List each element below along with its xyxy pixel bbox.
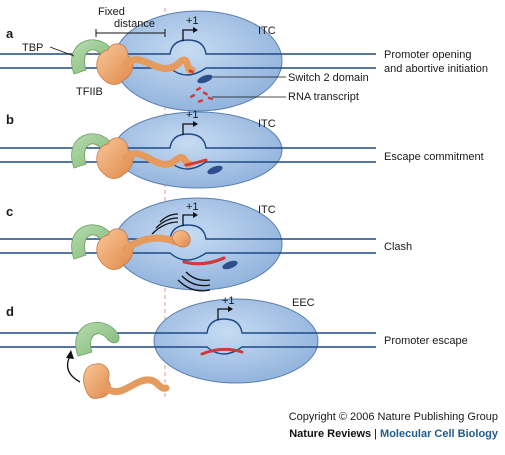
panel-description-a-line1: Promoter opening <box>384 49 471 61</box>
tss-arrowhead-d <box>228 306 233 312</box>
tfiib-label: TFIIB <box>76 86 103 98</box>
dna-strand-bottom-d <box>0 346 376 355</box>
rna-label: RNA transcript <box>288 91 359 103</box>
complex-label-c: ITC <box>258 204 276 216</box>
panel-c: c +1 ITC Clash <box>0 197 412 292</box>
panel-description-c: Clash <box>384 241 412 253</box>
tss-arrow-d <box>217 308 228 320</box>
complex-label-d: EEC <box>292 297 315 309</box>
clash-wave-1 <box>159 213 179 223</box>
switch2-domain <box>197 74 213 84</box>
dna-strand-top-a <box>0 39 376 55</box>
switch2-domain-c <box>222 260 238 270</box>
dna-strand-top-b <box>0 133 376 149</box>
rna-fragment <box>202 91 209 96</box>
panel-letter-d: d <box>6 304 14 319</box>
panel-description-a-line2: and abortive initiation <box>384 63 488 75</box>
clash-wave-5 <box>181 275 211 287</box>
panel-letter-b: b <box>6 112 14 127</box>
rna-transcript-c <box>182 256 226 266</box>
tbp-label: TBP <box>22 42 43 54</box>
tfiib-protein-c <box>96 228 134 270</box>
fixed-distance-label-line1: Fixed <box>98 6 125 18</box>
panel-description-d: Promoter escape <box>384 335 468 347</box>
footer: Copyright © 2006 Nature Publishing Group… <box>0 410 498 442</box>
dna-strand-top-d <box>0 318 376 334</box>
tbp-leader <box>49 46 75 57</box>
tfiib-linker-b <box>122 150 194 168</box>
tss-arrowhead-c <box>193 212 198 218</box>
panel-letter-c: c <box>6 204 13 219</box>
release-arrow <box>66 355 81 383</box>
tss-arrowhead-a <box>193 27 198 33</box>
dna-strand-bottom-c <box>0 252 376 261</box>
tss-arrow-a <box>182 29 193 41</box>
release-arrowhead <box>66 350 74 359</box>
tfiib-linker-d <box>102 376 170 396</box>
dna-strand-top-c <box>0 224 376 240</box>
tss-label-c: +1 <box>186 201 199 213</box>
tss-label-b: +1 <box>186 109 199 121</box>
rna-fragment <box>207 96 214 101</box>
rna-transcript-d <box>200 347 244 356</box>
clash-wave-2 <box>155 217 179 229</box>
tfiib-protein-b <box>96 137 134 179</box>
rna-fragment <box>189 93 196 99</box>
tss-arrow-c <box>182 214 193 226</box>
panel-letter-a: a <box>6 26 14 41</box>
clash-wave-4 <box>185 271 211 281</box>
polymerase-itc-b <box>113 111 283 189</box>
tss-arrow-b <box>182 123 193 135</box>
tfiib-domain-c <box>171 230 191 248</box>
rna-transcript-b <box>184 158 208 167</box>
panel-description-b: Escape commitment <box>384 151 484 163</box>
panel-b: b +1 ITC Escape commitment <box>0 109 484 189</box>
journal-separator: | <box>374 428 378 440</box>
journal-name: Molecular Cell Biology <box>380 428 498 440</box>
polymerase-eec-d <box>153 298 319 384</box>
tss-label-a: +1 <box>186 15 199 27</box>
fixed-distance-label-line2: distance <box>114 18 155 30</box>
clash-wave-6 <box>177 279 211 292</box>
tbp-protein-d <box>75 321 120 357</box>
tfiib-protein-a <box>96 43 134 85</box>
tfiib-linker-a <box>122 56 196 74</box>
rna-fragment <box>195 86 202 92</box>
copyright-line: Copyright © 2006 Nature Publishing Group <box>288 411 498 423</box>
complex-label-a: ITC <box>258 25 276 37</box>
panel-a: a +1 ITC Fixed distance TBP TFIIB Switch… <box>0 6 488 112</box>
journal-line: Nature Reviews|Molecular Cell Biology <box>0 425 498 442</box>
switch2-domain-b <box>207 165 223 175</box>
publisher-name: Nature Reviews <box>289 428 372 440</box>
switch2-label: Switch 2 domain <box>288 72 369 84</box>
complex-label-b: ITC <box>258 118 276 130</box>
tfiib-protein-d <box>83 363 111 399</box>
tss-arrowhead-b <box>193 121 198 127</box>
rna-fragment <box>197 99 204 104</box>
panel-d: d +1 EEC Promoter escape <box>0 295 468 399</box>
clash-wave-3 <box>151 221 179 235</box>
rna-fragment <box>188 69 195 74</box>
tfiib-linker-c <box>122 234 180 253</box>
tss-label-d: +1 <box>222 295 235 307</box>
